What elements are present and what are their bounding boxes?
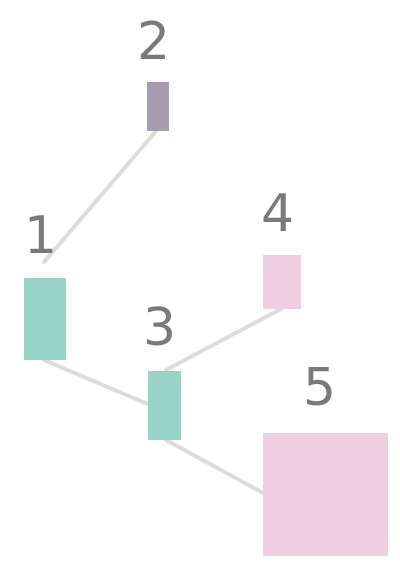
node-1-rect <box>24 278 66 360</box>
node-label-4: 4 <box>261 184 295 244</box>
edge-1-3 <box>42 358 152 407</box>
node-label-2: 2 <box>137 12 171 72</box>
node-5-rect <box>263 433 388 556</box>
edge-3-5 <box>164 438 267 496</box>
node-label-3: 3 <box>143 298 177 358</box>
node-label-1: 1 <box>24 206 58 266</box>
node-4-rect <box>263 255 301 309</box>
edge-1-2 <box>42 128 159 264</box>
edge-3-4 <box>164 307 283 372</box>
node-3-rect <box>148 371 181 440</box>
node-2-rect <box>147 82 169 131</box>
node-label-5: 5 <box>303 358 337 418</box>
